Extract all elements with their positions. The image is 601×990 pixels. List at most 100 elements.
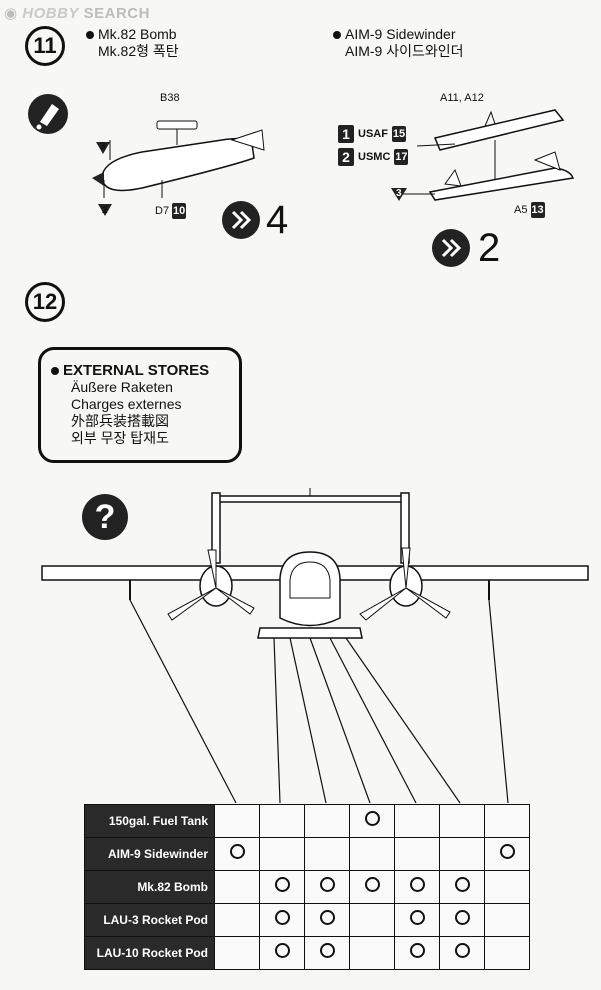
usaf-badge: 15 xyxy=(391,126,406,142)
station-mark-icon xyxy=(229,844,245,859)
station-cell xyxy=(349,870,395,904)
station-cell xyxy=(439,804,485,838)
sidewinder-tri-left: 3 xyxy=(396,188,402,199)
station-cell xyxy=(304,903,350,937)
bomb-part-bottom: D7 10 xyxy=(155,203,187,219)
stores-ko: 외부 무장 탑재도 xyxy=(71,430,169,446)
sidewinder-label-ko: AIM-9 사이드와인더 xyxy=(345,43,464,59)
missile-part-label: A5 xyxy=(514,204,528,216)
station-cell xyxy=(394,936,440,970)
bullet-icon xyxy=(333,31,341,40)
station-cell xyxy=(394,804,440,838)
station-mark-icon xyxy=(409,943,425,958)
bomb-part-bottom-label: D7 xyxy=(155,205,170,217)
station-cell xyxy=(484,936,530,970)
bullet-icon xyxy=(51,367,59,376)
station-cell xyxy=(259,804,305,838)
station-mark-icon xyxy=(274,877,290,892)
station-mark-icon xyxy=(454,943,470,958)
table-row: 150gal. Fuel Tank xyxy=(84,804,530,838)
station-mark-icon xyxy=(364,877,380,892)
missile-badge: 13 xyxy=(530,202,545,218)
store-name: LAU-3 Rocket Pod xyxy=(84,903,215,937)
sidewinder-drawing xyxy=(395,109,575,201)
usmc-badge: 17 xyxy=(394,149,409,165)
station-cell xyxy=(304,837,350,871)
station-mark-icon xyxy=(409,877,425,892)
repeat-icon xyxy=(222,201,260,239)
station-cell xyxy=(214,804,260,838)
bomb-tri-bottom: 2 xyxy=(102,205,108,216)
sidewinder-missile-part: A5 13 xyxy=(514,202,545,218)
step-number-11: 11 xyxy=(25,26,65,66)
usaf-label: USAF xyxy=(358,128,388,140)
table-row: LAU-10 Rocket Pod xyxy=(84,936,530,970)
option-2-badge: 2 xyxy=(338,148,354,166)
station-cell xyxy=(304,936,350,970)
bomb-qty: 4 xyxy=(266,198,289,242)
station-cell xyxy=(439,903,485,937)
table-row: LAU-3 Rocket Pod xyxy=(84,903,530,937)
station-cell xyxy=(214,936,260,970)
station-cell xyxy=(259,936,305,970)
usaf-option: 1 USAF 15 xyxy=(338,125,406,143)
station-cell xyxy=(349,903,395,937)
station-mark-icon xyxy=(409,910,425,925)
option-1-badge: 1 xyxy=(338,125,354,143)
bullet-icon xyxy=(86,31,94,40)
stores-de: Äußere Raketen xyxy=(71,379,173,395)
watermark-brand: HOBBY xyxy=(22,5,79,22)
station-cell xyxy=(394,837,440,871)
aircraft-front-view xyxy=(41,488,589,804)
step-number-12: 12 xyxy=(25,282,65,322)
bomb-badge: 10 xyxy=(172,203,187,219)
sidewinder-label-en: AIM-9 Sidewinder xyxy=(345,26,456,42)
station-cell xyxy=(484,903,530,937)
store-name: 150gal. Fuel Tank xyxy=(84,804,215,838)
stores-title: EXTERNAL STORES xyxy=(63,362,210,379)
station-cell xyxy=(259,870,305,904)
station-cell xyxy=(214,903,260,937)
station-cell xyxy=(484,870,530,904)
station-mark-icon xyxy=(454,910,470,925)
external-stores-box: EXTERNAL STORES Äußere Raketen Charges e… xyxy=(38,347,242,463)
station-mark-icon xyxy=(274,910,290,925)
bomb-tri-left: 3 xyxy=(100,141,106,152)
watermark: ◉ HOBBY SEARCH xyxy=(4,4,150,22)
mk82-bomb-drawing xyxy=(92,120,265,216)
sidewinder-rail-part: A11, A12 xyxy=(440,92,484,104)
table-row: AIM-9 Sidewinder xyxy=(84,837,530,871)
station-cell xyxy=(439,837,485,871)
question-icon: ? xyxy=(82,494,128,540)
usmc-option: 2 USMC 17 xyxy=(338,148,409,166)
stores-fr: Charges externes xyxy=(71,396,182,412)
station-cell xyxy=(304,870,350,904)
stores-jp: 外部兵装搭載図 xyxy=(71,413,169,429)
station-mark-icon xyxy=(499,844,515,859)
glue-icon xyxy=(28,94,68,134)
station-cell xyxy=(214,870,260,904)
station-cell xyxy=(349,936,395,970)
bomb-label: Mk.82 Bomb Mk.82형 폭탄 xyxy=(86,26,179,60)
station-cell xyxy=(349,804,395,838)
watermark-suffix: SEARCH xyxy=(83,5,150,22)
station-cell xyxy=(439,870,485,904)
station-cell xyxy=(259,837,305,871)
station-mark-icon xyxy=(364,811,380,826)
bomb-label-en: Mk.82 Bomb xyxy=(98,26,177,42)
repeat-icon xyxy=(432,229,470,267)
store-name: LAU-10 Rocket Pod xyxy=(84,936,215,970)
station-mark-icon xyxy=(274,943,290,958)
station-cell xyxy=(259,903,305,937)
station-cell xyxy=(484,837,530,871)
store-name: AIM-9 Sidewinder xyxy=(84,837,215,871)
station-mark-icon xyxy=(319,943,335,958)
station-cell xyxy=(484,804,530,838)
station-cell xyxy=(394,903,440,937)
sidewinder-label: AIM-9 Sidewinder AIM-9 사이드와인더 xyxy=(333,26,464,60)
watermark-logo-icon: ◉ xyxy=(4,5,18,22)
station-cell xyxy=(214,837,260,871)
sidewinder-qty: 2 xyxy=(478,226,501,270)
bomb-part-top: B38 xyxy=(160,92,180,104)
